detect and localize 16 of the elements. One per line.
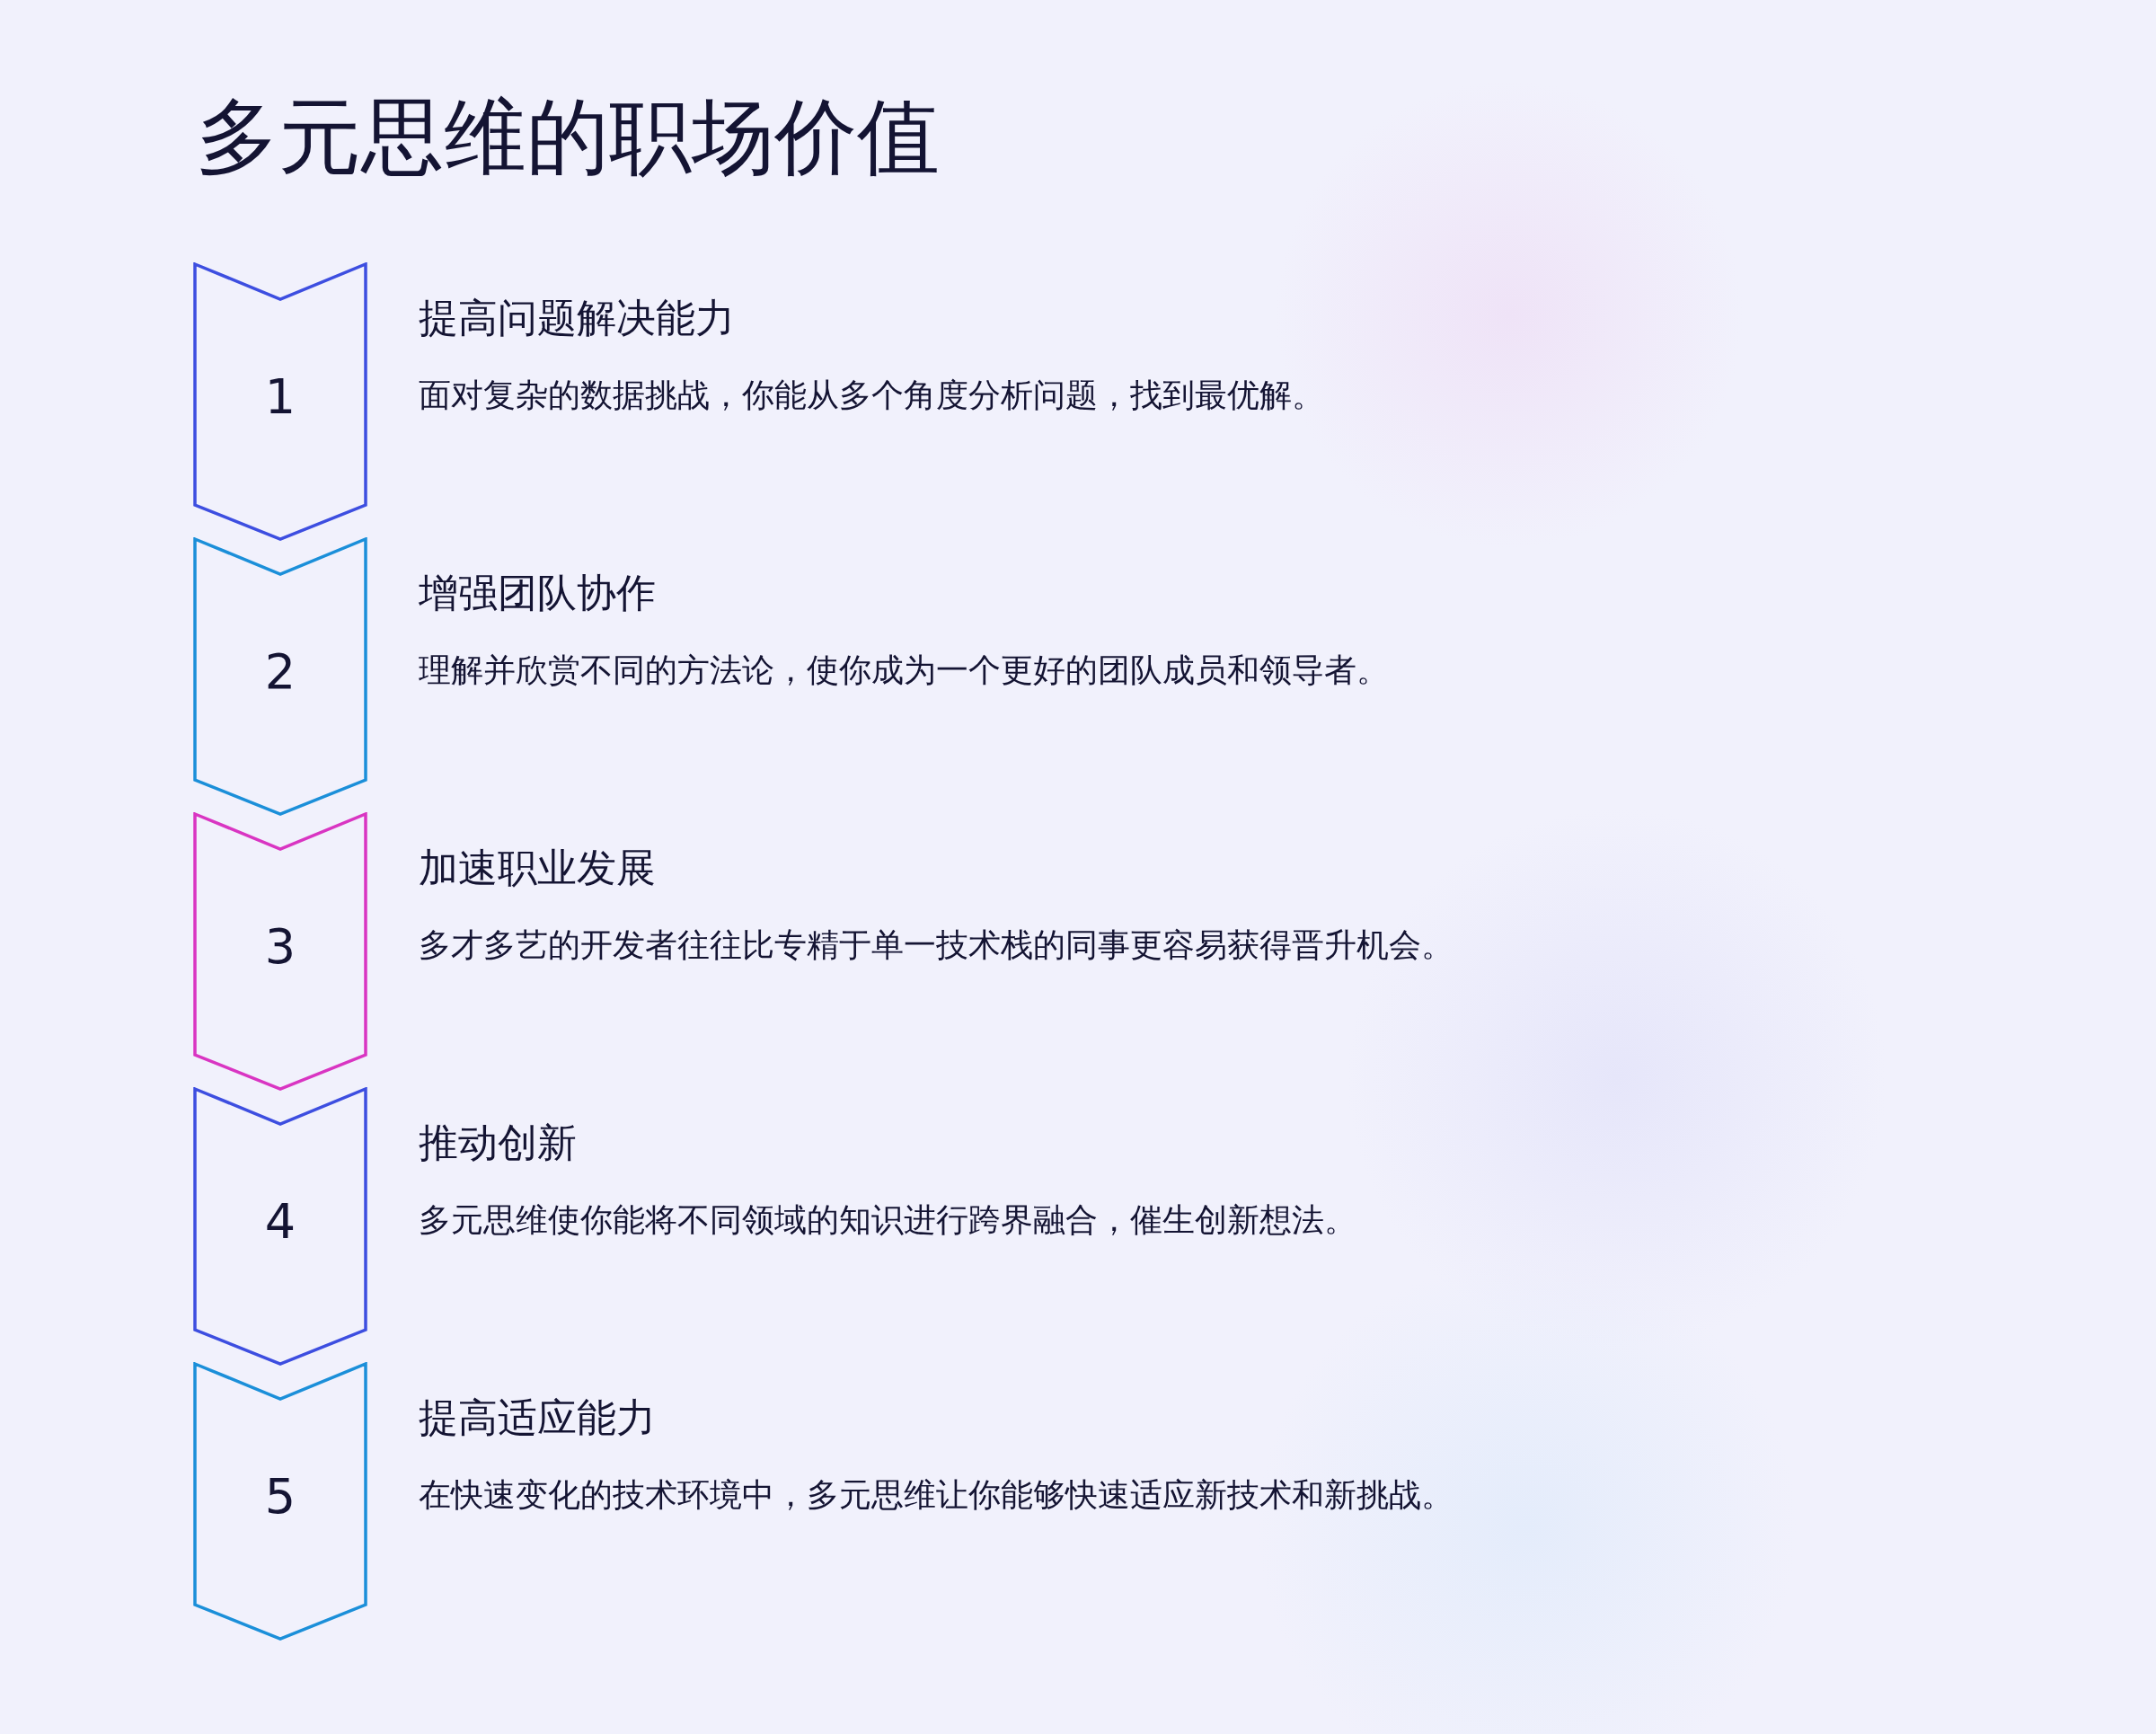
- step-heading: 提高问题解决能力: [419, 295, 735, 342]
- step-number: 5: [263, 1468, 297, 1526]
- step-heading: 提高适应能力: [419, 1394, 656, 1442]
- step-heading: 加速职业发展: [419, 845, 656, 892]
- title: 多元思维的职场价值: [196, 88, 940, 187]
- step-number: 2: [263, 643, 297, 702]
- step-description: 理解并欣赏不同的方法论，使你成为一个更好的团队成员和领导者。: [419, 650, 1389, 690]
- step-description: 在快速变化的技术环境中，多元思维让你能够快速适应新技术和新挑战。: [419, 1475, 1454, 1515]
- step-number: 1: [263, 368, 297, 427]
- step-number: 4: [263, 1193, 297, 1252]
- step-heading: 增强团队协作: [419, 570, 656, 617]
- step-description: 面对复杂的数据挑战，你能从多个角度分析问题，找到最优解。: [419, 376, 1324, 415]
- step-description: 多才多艺的开发者往往比专精于单一技术栈的同事更容易获得晋升机会。: [419, 925, 1454, 965]
- step-description: 多元思维使你能将不同领域的知识进行跨界融合，催生创新想法。: [419, 1200, 1356, 1240]
- step-heading: 推动创新: [419, 1119, 577, 1167]
- step-number: 3: [263, 918, 297, 977]
